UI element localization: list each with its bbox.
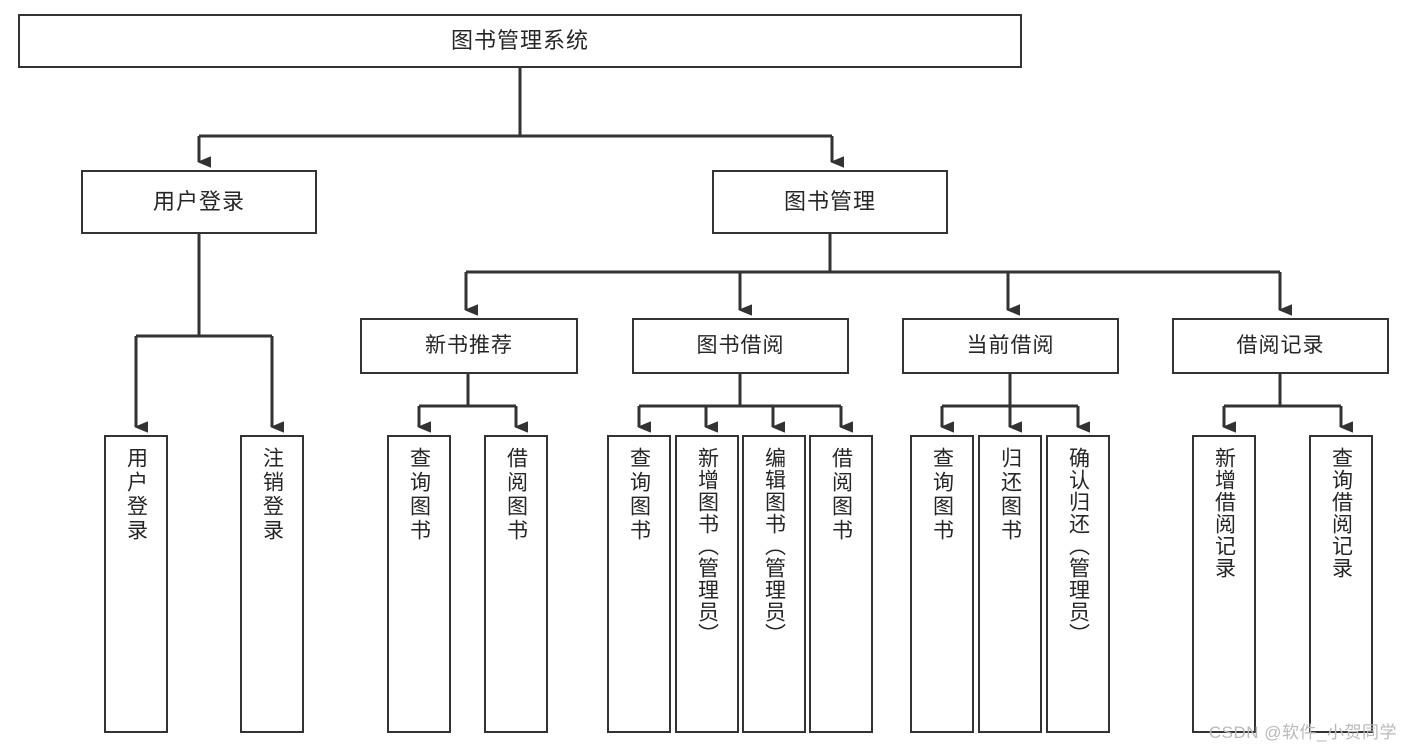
node-label: 归还图书 (998, 447, 1022, 543)
node-label: 用户登录 (124, 447, 148, 543)
node-label: 确认归还（管理员） (1066, 447, 1090, 645)
node-leaf-borrow-book-recommend[interactable]: 借阅图书 (484, 435, 548, 733)
node-leaf-return-book[interactable]: 归还图书 (978, 435, 1042, 733)
node-label: 借阅图书 (829, 447, 853, 543)
node-user-login[interactable]: 用户登录 (81, 170, 317, 234)
node-new-book-recommend[interactable]: 新书推荐 (360, 318, 578, 374)
node-leaf-user-login[interactable]: 用户登录 (104, 435, 168, 733)
node-leaf-query-book-recommend[interactable]: 查询图书 (387, 435, 451, 733)
node-label: 查询图书 (407, 447, 431, 543)
node-label: 图书管理系统 (450, 28, 589, 54)
node-leaf-confirm-return-admin[interactable]: 确认归还（管理员） (1046, 435, 1110, 733)
node-leaf-add-book-admin[interactable]: 新增图书（管理员） (675, 435, 739, 733)
node-label: 查询图书 (627, 447, 651, 543)
node-leaf-edit-book-admin[interactable]: 编辑图书（管理员） (742, 435, 806, 733)
node-leaf-borrow-book[interactable]: 借阅图书 (809, 435, 873, 733)
node-label: 查询借阅记录 (1329, 447, 1353, 579)
node-label: 用户登录 (152, 189, 245, 215)
node-root-book-management-system[interactable]: 图书管理系统 (18, 14, 1022, 68)
node-label: 图书管理 (783, 189, 876, 215)
node-leaf-add-borrow-record[interactable]: 新增借阅记录 (1192, 435, 1256, 733)
node-leaf-user-logout[interactable]: 注销登录 (240, 435, 304, 733)
node-label: 查询图书 (930, 447, 954, 543)
node-leaf-query-book-current[interactable]: 查询图书 (910, 435, 974, 733)
node-label: 注销登录 (260, 447, 284, 543)
node-leaf-query-book-borrow[interactable]: 查询图书 (607, 435, 671, 733)
node-label: 编辑图书（管理员） (762, 447, 786, 645)
node-label: 当前借阅 (966, 333, 1055, 357)
node-book-borrow[interactable]: 图书借阅 (632, 318, 849, 374)
node-label: 新书推荐 (425, 333, 513, 357)
node-label: 借阅图书 (504, 447, 528, 543)
node-label: 借阅记录 (1236, 333, 1325, 357)
node-leaf-query-borrow-record[interactable]: 查询借阅记录 (1309, 435, 1373, 733)
node-current-borrow[interactable]: 当前借阅 (902, 318, 1119, 374)
node-label: 新增借阅记录 (1212, 447, 1236, 579)
node-book-management[interactable]: 图书管理 (712, 170, 948, 234)
node-label: 图书借阅 (696, 333, 785, 357)
node-borrow-record[interactable]: 借阅记录 (1172, 318, 1389, 374)
node-label: 新增图书（管理员） (695, 447, 719, 645)
